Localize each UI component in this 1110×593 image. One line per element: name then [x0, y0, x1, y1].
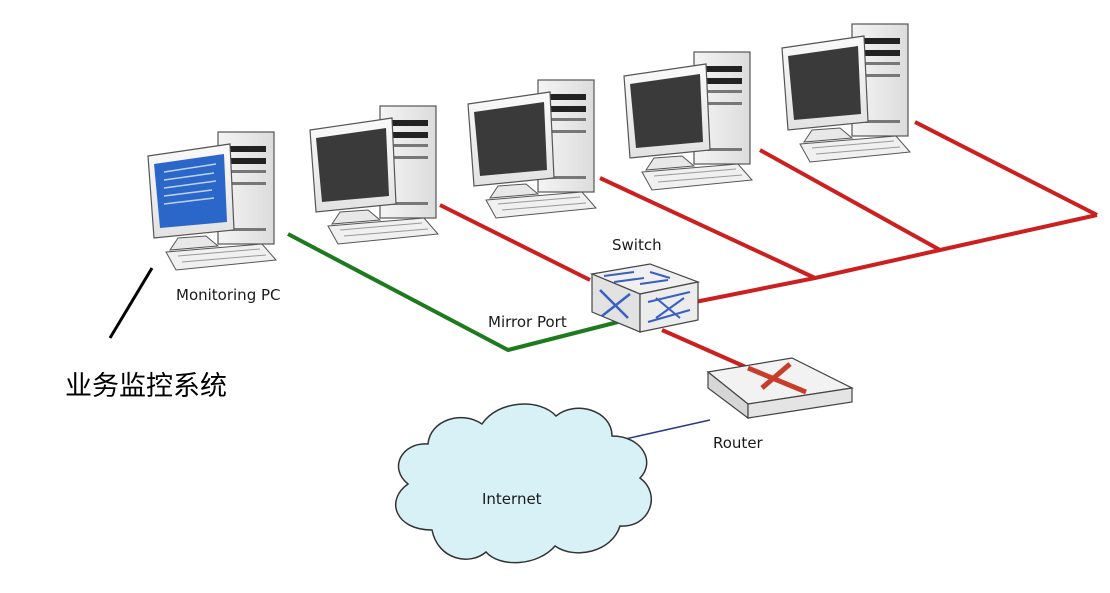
workstation-1-computer [309, 105, 439, 245]
mirror-port-label: Mirror Port [488, 313, 567, 331]
internet-label: Internet [482, 490, 542, 508]
network-switch-icon [589, 263, 701, 333]
link-workstation2-switch [599, 176, 816, 280]
workstation-2-computer [467, 79, 597, 219]
link-workstation3-switch [759, 148, 941, 252]
switch-label: Switch [612, 236, 662, 254]
link-workstation1-switch [439, 203, 591, 282]
workstation-4-computer [781, 23, 911, 163]
link-switch-bus [694, 213, 1098, 304]
annotation-pointer-line [108, 267, 154, 339]
monitoring-pc-label: Monitoring PC [176, 286, 281, 304]
link-mirror-port [287, 232, 619, 353]
link-workstation4-switch [914, 120, 1098, 217]
router-label: Router [713, 434, 763, 452]
workstation-3-computer [623, 51, 753, 191]
router-icon [706, 357, 854, 420]
network-links [108, 120, 1098, 445]
monitoring-system-annotation: 业务监控系统 [65, 371, 227, 402]
cloud-icon [395, 403, 652, 564]
link-switch-router [661, 328, 749, 370]
monitoring-pc-computer [147, 131, 277, 271]
